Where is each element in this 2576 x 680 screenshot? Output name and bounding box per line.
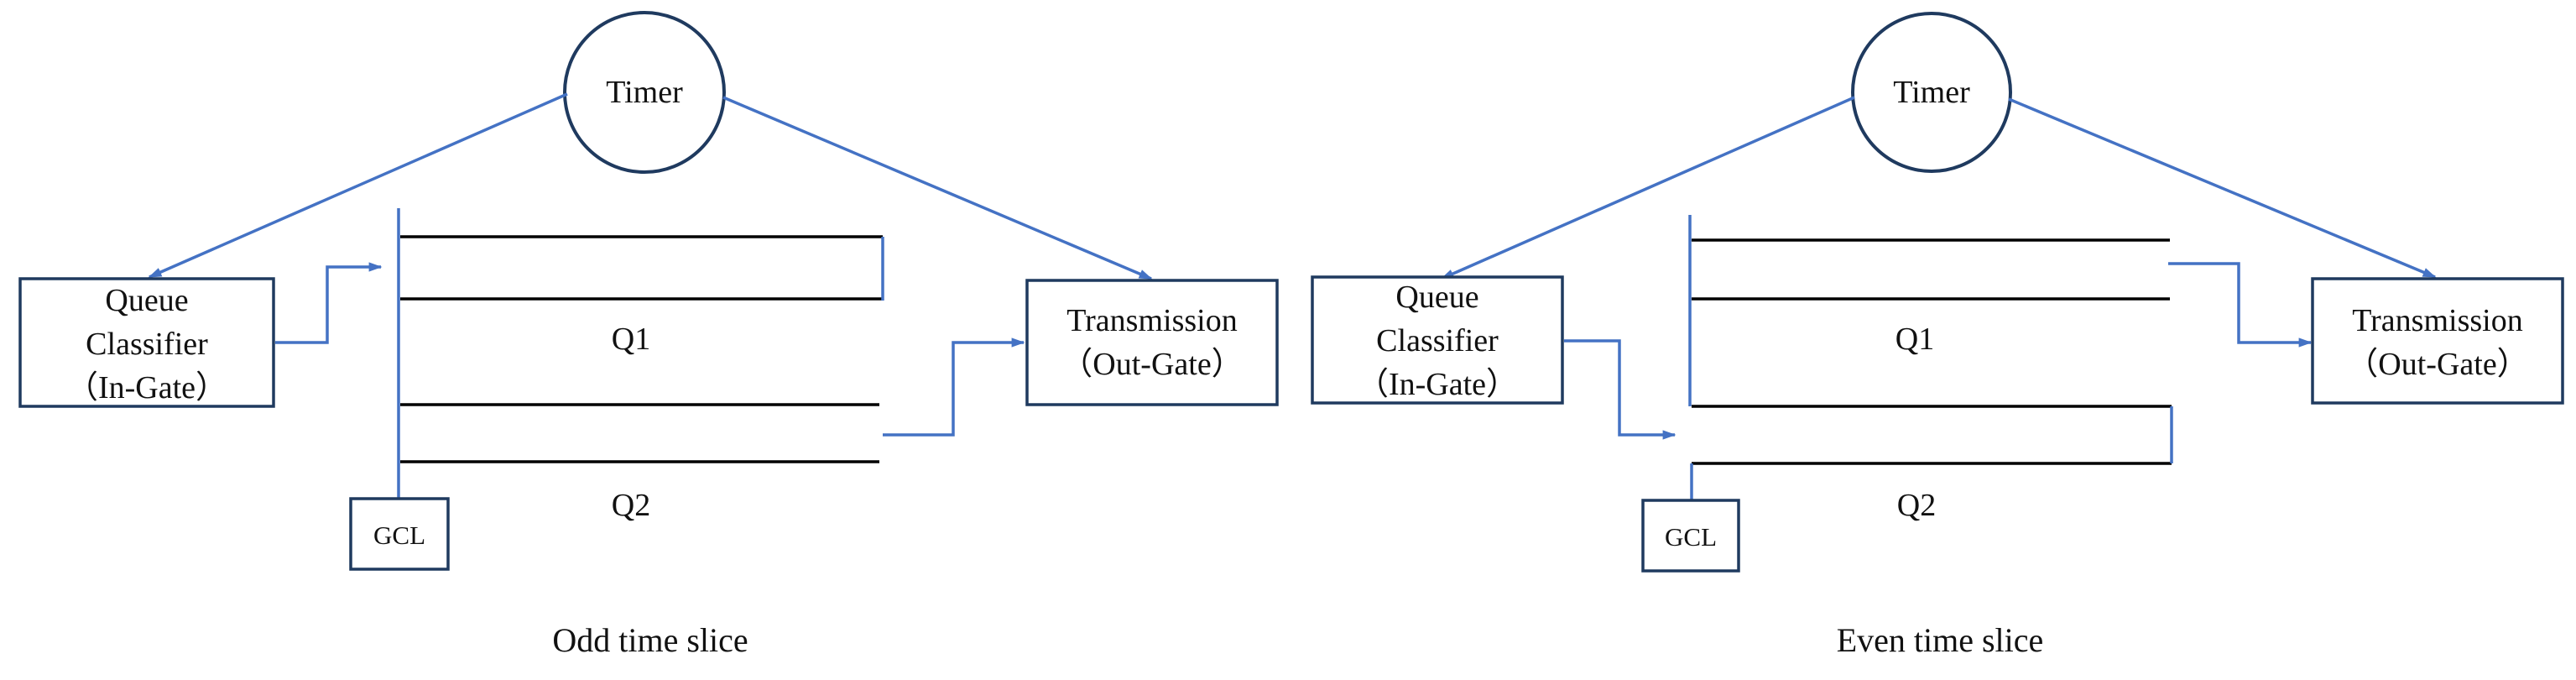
gcl-label: GCL <box>373 520 425 550</box>
panel-odd: Timer Queue Classifier （In-Gate） Q1 Q2 <box>18 11 1279 659</box>
queue-classifier-box: Queue Classifier （In-Gate） <box>1311 275 1564 405</box>
classifier-line-3: （In-Gate） <box>66 370 227 405</box>
queue-q2: Q2 <box>400 403 879 523</box>
gcl-label: GCL <box>1665 522 1717 552</box>
transmission-line-1: Transmission <box>1066 303 1237 338</box>
queue-q1: Q1 <box>1692 238 2170 357</box>
timer-to-transmission-arrow <box>722 96 1153 280</box>
timer-node: Timer <box>1851 12 2012 173</box>
classifier-to-q1-arrow <box>275 262 383 344</box>
timer-to-classifier-arrow <box>1440 96 1855 280</box>
q1-to-transmission-arrow <box>2168 262 2313 348</box>
classifier-line-1: Queue <box>1395 280 1478 315</box>
timer-to-classifier-arrow <box>148 92 568 279</box>
transmission-line-1: Transmission <box>2352 303 2522 338</box>
timer-label: Timer <box>606 75 683 110</box>
classifier-line-3: （In-Gate） <box>1357 367 1518 402</box>
caption-odd: Odd time slice <box>552 621 748 659</box>
timer-node: Timer <box>563 11 726 174</box>
classifier-line-1: Queue <box>105 283 188 318</box>
q1-label: Q1 <box>612 322 650 357</box>
gcl-box: GCL <box>349 497 450 571</box>
gcl-box: GCL <box>1641 499 1740 573</box>
queue-q1: Q1 <box>400 235 884 357</box>
q2-to-transmission-arrow <box>883 337 1025 437</box>
classifier-to-q2-arrow <box>1564 339 1676 440</box>
timer-to-transmission-arrow <box>2008 97 2437 279</box>
timer-label: Timer <box>1893 75 1970 110</box>
transmission-box: Transmission （Out-Gate） <box>1025 279 1279 406</box>
caption-even: Even time slice <box>1837 621 2044 659</box>
queue-classifier-box: Queue Classifier （In-Gate） <box>18 277 275 408</box>
transmission-line-2: （Out-Gate） <box>1061 347 1243 382</box>
classifier-line-2: Classifier <box>1376 323 1499 358</box>
panel-even: Timer Queue Classifier （In-Gate） Q1 Q2 <box>1311 12 2564 659</box>
q2-label: Q2 <box>1897 488 1936 523</box>
classifier-line-2: Classifier <box>86 327 208 362</box>
transmission-line-2: （Out-Gate） <box>2346 347 2528 382</box>
queue-q2: Q2 <box>1692 405 2173 523</box>
transmission-box: Transmission （Out-Gate） <box>2311 277 2564 405</box>
q2-label: Q2 <box>612 488 650 523</box>
q1-label: Q1 <box>1895 322 1934 357</box>
